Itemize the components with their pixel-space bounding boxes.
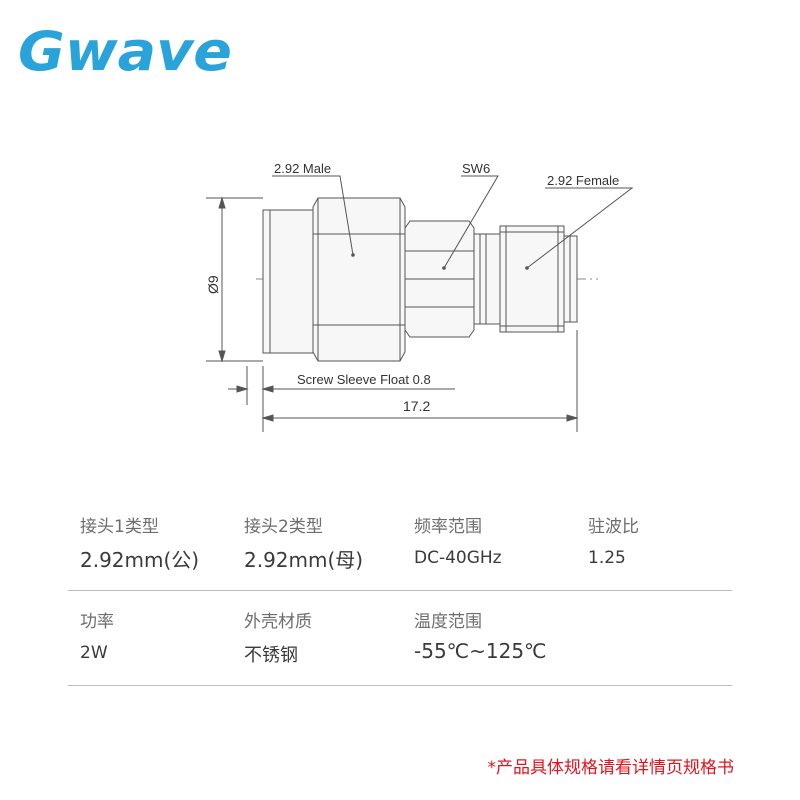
logo-text: Gwave (18, 22, 232, 78)
spec-label: 接头2类型 (244, 517, 323, 537)
female-body (499, 225, 565, 333)
spec-value: 2W (80, 643, 108, 663)
spec-label: 频率范围 (414, 517, 482, 537)
label-female: 2.92 Female (547, 173, 619, 188)
neck (473, 233, 501, 325)
spec-value: DC-40GHz (414, 548, 502, 568)
hex-body (312, 197, 406, 362)
spec-value: 不锈钢 (244, 645, 298, 666)
spec-value: 2.92mm(公) (80, 548, 200, 572)
coupling-nut (262, 209, 314, 354)
spec-value: 1.25 (588, 548, 626, 568)
connector-drawing: 2.92 Male SW6 2.92 Female Ø9 Screw Sleev… (205, 161, 634, 432)
spec-label: 功率 (80, 612, 114, 632)
footnote: *产品具体规格请看详情页规格书 (487, 758, 735, 778)
spec-label: 温度范围 (414, 612, 482, 632)
spec-label: 接头1类型 (80, 517, 159, 537)
spec-label: 驻波比 (588, 517, 639, 537)
label-sw: SW6 (462, 161, 490, 176)
spec-value: -55℃~125℃ (414, 639, 547, 663)
label-male: 2.92 Male (274, 161, 331, 176)
spec-table: 接头1类型 2.92mm(公) 接头2类型 2.92mm(母) 频率范围 DC-… (68, 508, 732, 686)
spec-label: 外壳材质 (244, 612, 312, 632)
dim-length: 17.2 (403, 398, 430, 414)
gwave-logo: Gwave (18, 22, 232, 78)
spec-row-2: 功率 2W 外壳材质 不锈钢 温度范围 -55℃~125℃ (68, 591, 732, 686)
spec-value: 2.92mm(母) (244, 548, 364, 572)
dim-diameter: Ø9 (205, 275, 221, 294)
dim-float: Screw Sleeve Float 0.8 (297, 372, 431, 387)
spec-row-1: 接头1类型 2.92mm(公) 接头2类型 2.92mm(母) 频率范围 DC-… (68, 508, 732, 591)
